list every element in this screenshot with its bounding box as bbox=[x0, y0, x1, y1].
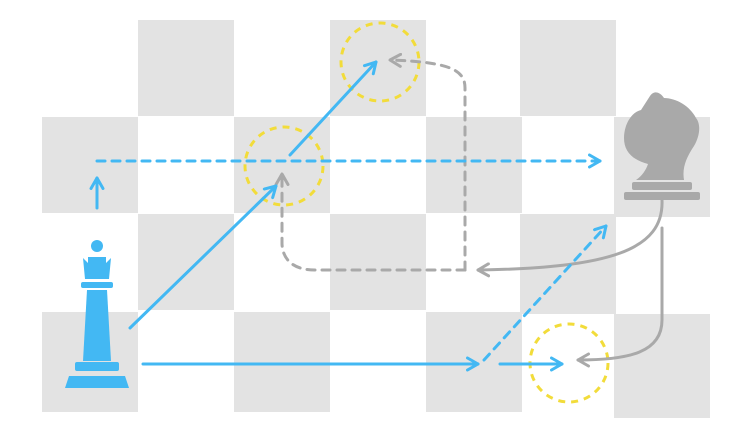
board-square bbox=[330, 214, 426, 310]
knight-move-dashed-arrow bbox=[274, 172, 467, 272]
board-square bbox=[426, 312, 522, 412]
knight-icon bbox=[624, 92, 700, 200]
queen-move-arrow bbox=[128, 184, 278, 330]
board-square bbox=[426, 117, 522, 213]
board-square bbox=[138, 214, 234, 310]
knight-move-arrow bbox=[476, 198, 664, 278]
board-square bbox=[234, 312, 330, 412]
board-square bbox=[138, 20, 234, 116]
board-square bbox=[330, 20, 426, 116]
board-square bbox=[614, 314, 710, 418]
knight-moves bbox=[274, 52, 664, 368]
knight-move-dashed-arrow bbox=[388, 52, 467, 272]
board-square bbox=[42, 117, 138, 213]
board-square bbox=[520, 20, 616, 116]
highlight-circle bbox=[243, 125, 325, 207]
queen-moves bbox=[89, 60, 608, 372]
queen-move-arrow bbox=[288, 60, 378, 157]
queen-icon bbox=[65, 240, 129, 388]
queen-move-dashed-arrow bbox=[482, 224, 608, 362]
knight-move-arrow bbox=[576, 226, 664, 368]
